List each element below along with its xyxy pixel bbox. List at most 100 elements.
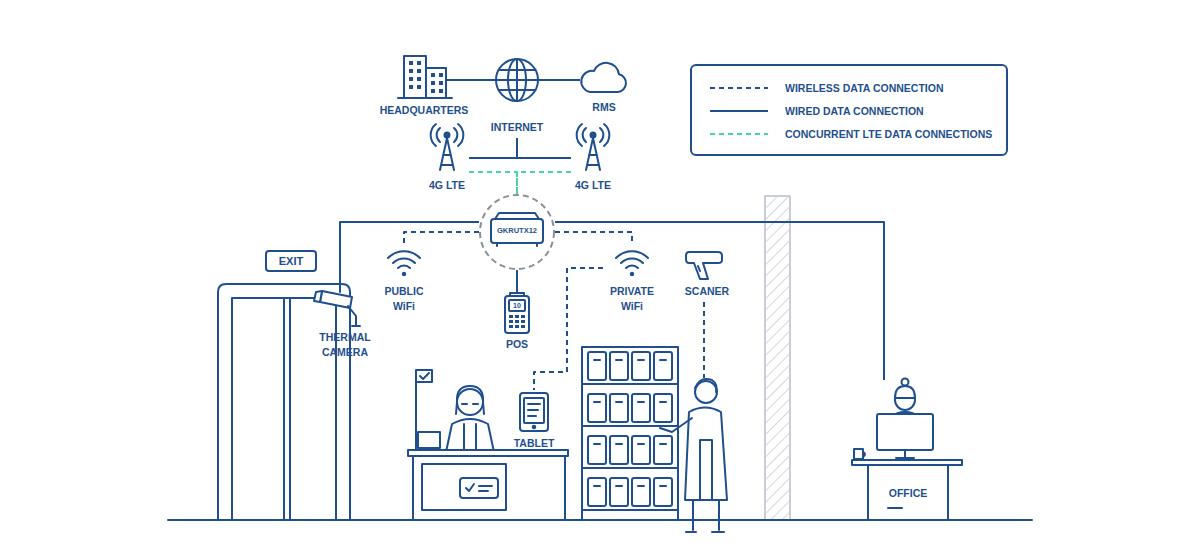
pos-terminal	[521, 320, 525, 323]
shelf-bin	[654, 436, 672, 464]
worker	[695, 381, 717, 403]
pos-screen-number: 10	[509, 301, 525, 310]
headquarters-icon: HEADQUARTERS	[376, 52, 472, 120]
thermal-camera	[339, 282, 341, 292]
node-label: PRIVATE WiFi	[603, 284, 661, 314]
headquarters-icon	[417, 85, 421, 89]
internet-globe	[487, 59, 547, 101]
shelf-bin	[660, 401, 666, 403]
checkout-counter	[479, 486, 492, 491]
scanner-leader	[703, 302, 705, 378]
office-desk	[877, 414, 933, 450]
node-label: OFFICE	[878, 486, 938, 501]
lte-link	[517, 172, 571, 194]
node-label: EXIT	[265, 254, 317, 268]
lte-tower	[591, 133, 596, 138]
thermal-camera	[314, 282, 360, 326]
internet-globe: INTERNET	[487, 58, 547, 138]
legend-swatch	[710, 133, 768, 135]
exit-door	[218, 284, 350, 520]
headquarters-icon	[417, 69, 421, 73]
barcode-scanner: SCANER	[682, 248, 732, 300]
lte-link	[469, 172, 517, 194]
pos-terminal	[509, 325, 513, 328]
legend-text: WIRED DATA CONNECTION	[785, 101, 924, 121]
lte-tower	[577, 124, 610, 146]
cloud-rms	[581, 63, 626, 92]
router-circle	[491, 219, 543, 243]
checkout-counter	[460, 478, 498, 498]
legend-row: WIRELESS DATA CONNECTION	[692, 78, 1006, 98]
legend-text: WIRELESS DATA CONNECTION	[785, 78, 943, 98]
shelf-bin	[660, 485, 666, 487]
headquarters-icon	[409, 77, 413, 81]
shelf-bin	[616, 485, 622, 487]
office-desk	[896, 450, 914, 458]
lte-tower: 4G LTE	[571, 125, 615, 193]
office-desk: OFFICE	[845, 380, 965, 520]
office-desk	[863, 452, 865, 457]
legend-row: WIRED DATA CONNECTION	[692, 101, 1006, 121]
node-label: 4G LTE	[425, 178, 469, 193]
office-desk	[854, 449, 863, 459]
shelf-bin	[638, 401, 644, 403]
cashier	[462, 403, 478, 405]
office-desk	[902, 379, 909, 386]
exit-door	[218, 284, 350, 520]
exit-door	[284, 298, 290, 520]
node-label: TABLET	[510, 436, 558, 451]
headquarters-icon	[431, 73, 435, 77]
pos-terminal	[515, 325, 519, 328]
node-label: INTERNET	[487, 120, 547, 135]
barcode-scanner	[686, 252, 722, 279]
wired-link	[547, 79, 580, 81]
legend-swatch	[708, 78, 770, 98]
pos-terminal	[509, 320, 513, 323]
legend-text: CONCURRENT LTE DATA CONNECTIONS	[785, 124, 992, 144]
cashier	[457, 389, 483, 415]
legend-swatch	[708, 124, 770, 144]
shelf-bin	[632, 436, 650, 464]
wifi-access-point	[388, 251, 420, 276]
shelf-board	[582, 425, 678, 427]
pos-terminal: POS	[498, 292, 536, 354]
shelf-bin	[588, 352, 606, 380]
office-desk	[895, 386, 915, 398]
cloud-rms: RMS	[580, 56, 628, 118]
shelf-bin	[654, 478, 672, 506]
headquarters-icon	[398, 56, 472, 98]
checkout-counter	[415, 372, 417, 455]
node-label: RMS	[580, 100, 628, 115]
tablet-device	[528, 404, 540, 416]
pos-terminal	[505, 296, 529, 333]
exit-sign	[266, 251, 316, 271]
shelf-bin	[638, 443, 644, 445]
node-label: PUBLIC WiFi	[380, 284, 428, 314]
worker	[685, 408, 727, 501]
legend-swatch	[710, 87, 768, 89]
wireless-link	[555, 232, 632, 245]
cashier	[446, 386, 494, 452]
wifi-access-point	[402, 272, 406, 276]
worker	[700, 440, 712, 500]
headquarters-icon	[439, 89, 443, 93]
pos-terminal	[521, 325, 525, 328]
shelf-bin	[638, 359, 644, 361]
exit-sign	[266, 251, 316, 271]
lte-tower	[586, 138, 600, 170]
wired-link	[472, 79, 487, 81]
worker	[660, 418, 692, 432]
tablet-device	[520, 393, 548, 431]
headquarters-icon	[417, 77, 421, 81]
shelf-bin	[654, 394, 672, 422]
shelf-bin	[654, 352, 672, 380]
worker	[695, 379, 717, 392]
node-label: 4G LTE	[571, 178, 615, 193]
pos-terminal	[515, 315, 519, 318]
office-desk	[868, 465, 948, 520]
legend-row: CONCURRENT LTE DATA CONNECTIONS	[692, 124, 1006, 144]
shelf-bin	[616, 443, 622, 445]
headquarters-icon	[409, 85, 413, 89]
tablet-device	[524, 398, 544, 423]
